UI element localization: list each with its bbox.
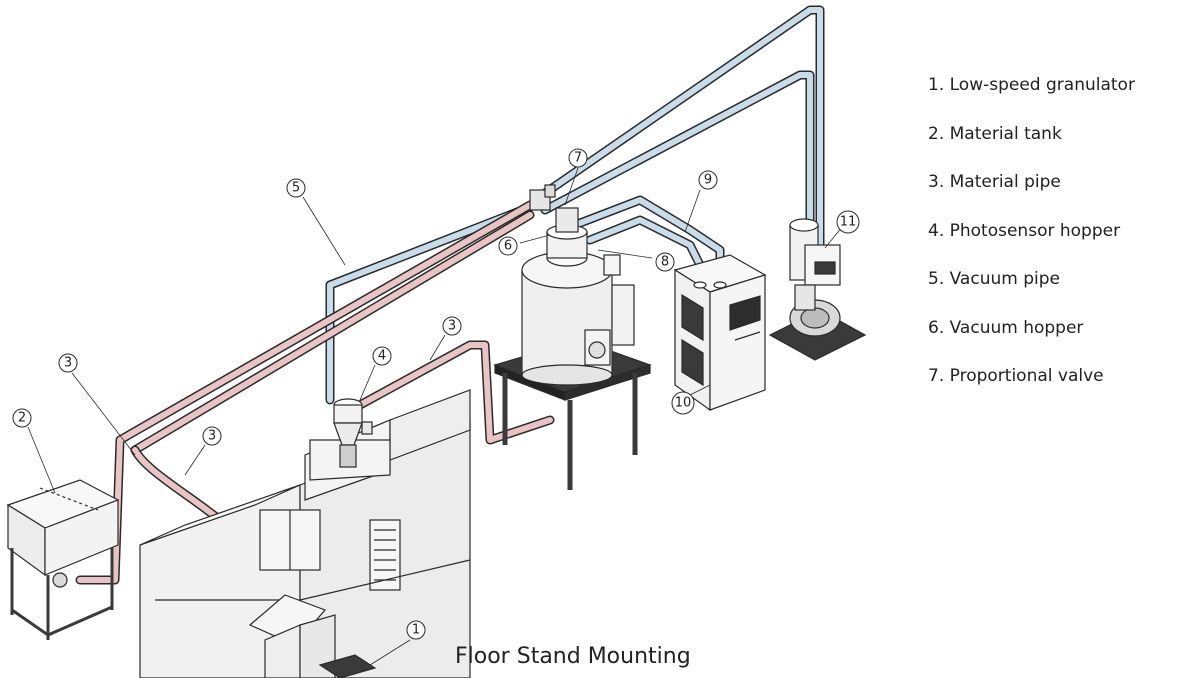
low-speed-granulator bbox=[248, 594, 377, 678]
legend-item-photosensor-hopper: 4. Photosensor hopper bbox=[928, 220, 1121, 241]
legend-item-granulator: 1. Low-speed granulator bbox=[928, 75, 1135, 95]
callout-2: 2 bbox=[18, 411, 26, 426]
callout-11: 11 bbox=[840, 215, 857, 230]
vacuum-loader bbox=[768, 218, 867, 361]
callout-5: 5 bbox=[292, 181, 300, 196]
callout-10: 10 bbox=[675, 396, 692, 411]
photosensor-hopper bbox=[333, 398, 373, 468]
hopper-dryer bbox=[521, 207, 635, 386]
callout-circles bbox=[12, 148, 860, 640]
callout-1: 1 bbox=[412, 623, 420, 638]
callout-numbers: 1 2 3 3 3 4 5 6 7 8 9 10 11 bbox=[18, 151, 856, 638]
callout-3-right: 3 bbox=[448, 319, 456, 334]
callout-3-left: 3 bbox=[64, 356, 72, 371]
callout-3-middle: 3 bbox=[208, 429, 216, 444]
callout-7: 7 bbox=[574, 151, 582, 166]
diagram-caption: Floor Stand Mounting bbox=[455, 644, 691, 669]
dehumidifier-unit bbox=[673, 254, 767, 412]
material-tank bbox=[6, 479, 120, 640]
legend-item-proportional-valve: 7. Proportional valve bbox=[928, 366, 1104, 386]
legend-item-material-tank: 2. Material tank bbox=[928, 123, 1062, 144]
legend-item-vacuum-hopper: 6. Vacuum hopper bbox=[928, 317, 1084, 338]
callout-8: 8 bbox=[661, 255, 669, 270]
legend-item-material-pipe: 3. Material pipe bbox=[928, 172, 1061, 192]
legend-item-vacuum-pipe: 5. Vacuum pipe bbox=[928, 269, 1060, 289]
proportional-valve bbox=[529, 184, 556, 211]
callout-leaders bbox=[27, 167, 843, 666]
callout-4: 4 bbox=[378, 349, 386, 364]
callout-9: 9 bbox=[704, 173, 712, 188]
callout-6: 6 bbox=[504, 239, 512, 254]
component-legend: 1. Low-speed granulator 2. Material tank… bbox=[928, 70, 1135, 410]
